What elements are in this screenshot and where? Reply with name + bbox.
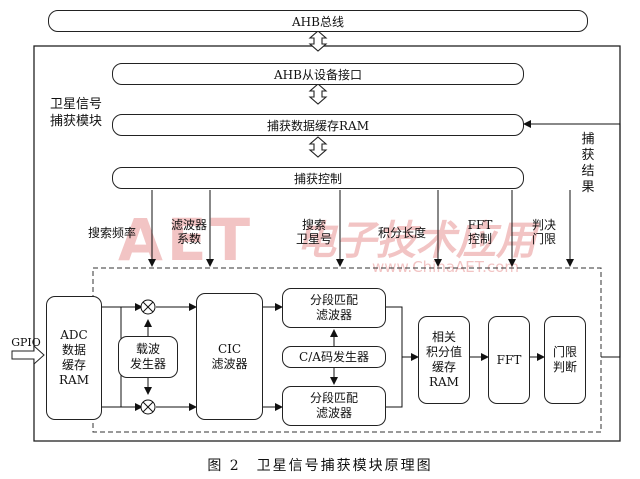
correlation-buffer-ram: 相关 积分值 缓存 RAM — [418, 316, 470, 404]
capture-buffer-ram: 捕获数据缓存RAM — [112, 114, 524, 136]
matched-filter-top: 分段匹配 滤波器 — [282, 288, 386, 328]
signal-search-frequency: 搜索频率 — [87, 226, 136, 240]
cic-filter: CIC 滤波器 — [196, 293, 263, 420]
signal-fft-control: FFT 控制 — [467, 218, 493, 246]
watermark-logo: AET — [118, 206, 255, 274]
ahb-bus: AHB总线 — [48, 10, 588, 32]
fft-block: FFT — [488, 316, 530, 404]
capture-control: 捕获控制 — [112, 167, 524, 189]
ca-code-generator: C/A码发生器 — [282, 346, 386, 368]
carrier-generator: 载波 发生器 — [118, 336, 178, 378]
ahb-slave-interface: AHB从设备接口 — [112, 63, 524, 85]
signal-search-satellite: 搜索 卫星号 — [295, 218, 332, 246]
capture-result-label: 捕 获 结 果 — [581, 132, 595, 195]
watermark-chinese: 电子技术应用 — [296, 218, 536, 264]
threshold-judgment: 门限 判断 — [544, 316, 586, 404]
mixer-top — [140, 299, 156, 315]
signal-integration-length: 积分长度 — [377, 226, 426, 240]
watermark-url: www.ChinaAET.com — [372, 258, 519, 276]
signal-filter-coefficients: 滤波器 系数 — [170, 218, 207, 246]
bus-double-arrows — [308, 30, 328, 158]
matched-filter-bottom: 分段匹配 滤波器 — [282, 386, 386, 426]
module-label: 卫星信号 捕获模块 — [49, 97, 102, 129]
adc-buffer-ram: ADC 数据 缓存 RAM — [46, 296, 102, 420]
gpio-label: GPIO — [11, 336, 41, 349]
signal-decision-threshold: 判决 门限 — [531, 218, 556, 246]
figure-caption: 图 2 卫星信号捕获模块原理图 — [207, 458, 433, 474]
mixer-bottom — [140, 399, 156, 415]
